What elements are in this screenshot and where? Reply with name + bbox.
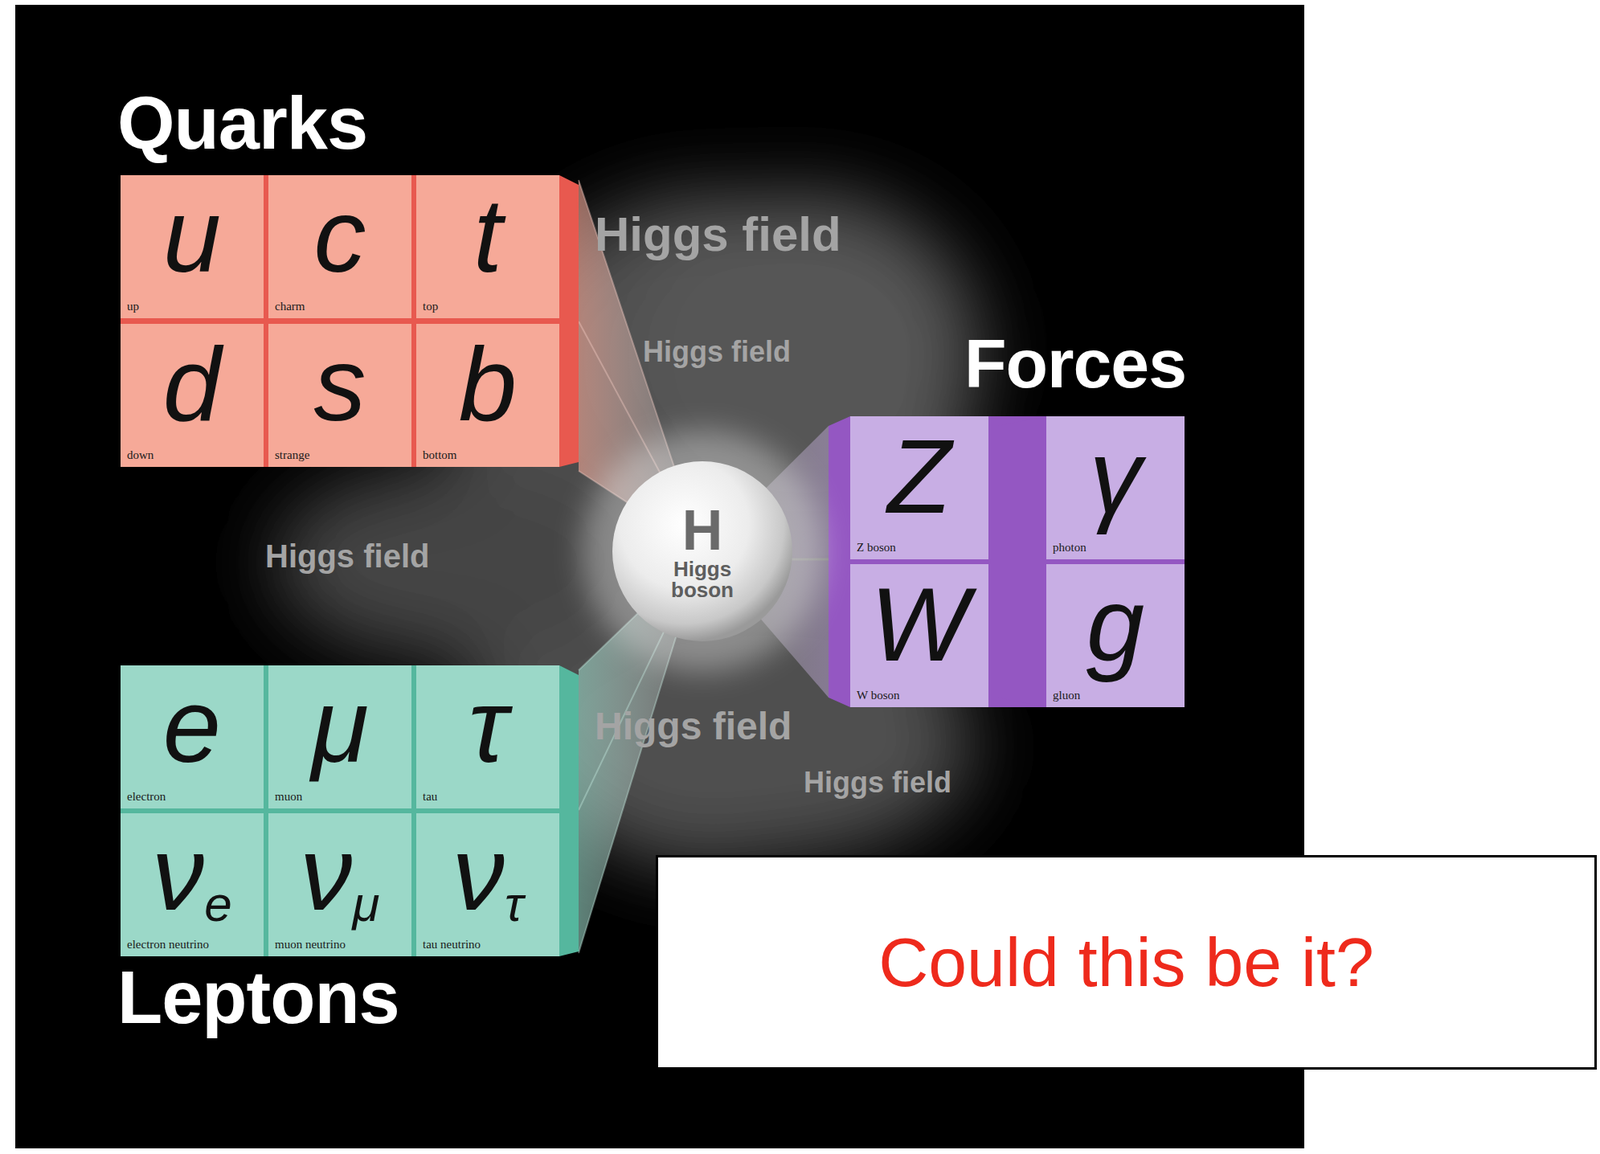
symbol-subscript: e	[204, 879, 232, 929]
symbol-row: γ	[1089, 424, 1142, 529]
beams	[120, 175, 1185, 957]
symbol-row: μ	[310, 673, 369, 778]
symbol-subscript: μ	[352, 879, 381, 929]
force-tile: γphoton	[1046, 416, 1185, 560]
lepton-side-face	[559, 665, 579, 957]
lepton-tile: ντ tau neutrino	[416, 813, 560, 957]
particle-name: strange	[274, 447, 310, 463]
particle-symbol: b	[458, 331, 517, 437]
particle-symbol: e	[163, 673, 221, 778]
particle-name: electron neutrino	[126, 937, 209, 952]
lepton-tile: τ tau	[416, 665, 560, 809]
particle-name: W boson	[856, 687, 900, 703]
higgs-sphere: HHiggs boson	[612, 461, 793, 642]
sphere-glow	[581, 430, 823, 672]
force-side-face	[828, 416, 851, 708]
force-side-face	[998, 416, 1047, 708]
symbol-row: τ	[468, 673, 508, 778]
quark-block-back	[120, 175, 560, 467]
lepton-tile: νe electron neutrino	[120, 813, 264, 957]
group-title: Leptons	[117, 960, 400, 1035]
quark-side-face	[559, 175, 579, 467]
particle-name: charm	[274, 298, 305, 314]
symbol-row: e	[163, 673, 221, 778]
sphere-text: HHiggs boson	[660, 502, 745, 601]
particle-name: bottom	[422, 447, 458, 463]
watermark: Higgs field	[594, 210, 842, 259]
particle-name: Z boson	[856, 540, 897, 555]
particle-symbol: W	[870, 572, 970, 677]
particle-name: gluon	[1052, 687, 1081, 703]
lepton-tile: μmuon	[268, 665, 412, 809]
symbol-row: W	[870, 572, 970, 677]
quark-tile: sstrange	[268, 323, 412, 467]
quark-tile: bbottom	[416, 323, 560, 467]
symbol-subscript: τ	[504, 879, 524, 929]
particle-symbol: t	[473, 183, 503, 288]
callout-box: Could this be it?	[655, 855, 1597, 1070]
force-tile: ggluon	[1046, 564, 1185, 708]
particle-symbol: τ	[468, 673, 508, 778]
symbol-row: t	[473, 183, 503, 288]
symbol-row: d	[163, 331, 221, 437]
quark-tile: ccharm	[268, 175, 412, 319]
particle-symbol: c	[314, 183, 367, 288]
force-tile: Z Z boson	[850, 416, 989, 560]
symbol-row: νμ	[300, 821, 381, 926]
symbol-row: ντ	[452, 821, 524, 926]
particle-symbol: Z	[887, 424, 951, 529]
particle-name: top	[422, 298, 438, 314]
particle-name: tau neutrino	[422, 937, 481, 952]
particle-name: photon	[1052, 540, 1087, 555]
symbol-row: c	[314, 183, 367, 288]
particle-symbol: H	[682, 502, 724, 559]
watermark: Higgs field	[265, 540, 430, 573]
particle-symbol: d	[163, 331, 221, 437]
particle-name: muon neutrino	[274, 937, 346, 952]
particle-name: Higgs boson	[660, 558, 745, 601]
symbol-row: g	[1086, 572, 1145, 677]
particle-name: down	[126, 447, 154, 463]
callout-text: Could this be it?	[878, 924, 1375, 1001]
particle-symbol: ν	[300, 821, 353, 926]
particle-name: electron	[126, 789, 166, 804]
group-title: Quarks	[117, 85, 368, 160]
force-tile: W W boson	[850, 564, 989, 708]
particle-name: tau	[422, 789, 438, 804]
particle-symbol: μ	[310, 673, 369, 778]
sphere-shape	[612, 461, 793, 642]
watermark: Higgs field	[642, 337, 791, 367]
symbol-row: Z	[887, 424, 951, 529]
particle-symbol: g	[1086, 572, 1145, 677]
force-block-back	[850, 416, 1185, 708]
particle-symbol: ν	[452, 821, 505, 926]
particle-symbol: u	[163, 183, 221, 288]
particle-name: up	[126, 298, 140, 314]
symbol-row: u	[163, 183, 221, 288]
watermark: Higgs field	[803, 768, 952, 798]
particle-name: muon	[274, 789, 303, 804]
particle-symbol: ν	[151, 821, 205, 926]
particle-symbol: γ	[1089, 424, 1142, 529]
lepton-block-back	[120, 665, 560, 957]
watermark: Higgs field	[594, 707, 792, 746]
group-title: Forces	[964, 328, 1187, 398]
lepton-tile: νμ muon neutrino	[268, 813, 412, 957]
symbol-row: s	[314, 331, 367, 437]
symbol-row: b	[458, 331, 517, 437]
quark-tile: t top	[416, 175, 560, 319]
lepton-tile: e electron	[120, 665, 264, 809]
quark-tile: u up	[120, 175, 264, 319]
symbol-row: νe	[151, 821, 232, 926]
quark-tile: ddown	[120, 323, 264, 467]
particle-symbol: s	[314, 331, 367, 437]
